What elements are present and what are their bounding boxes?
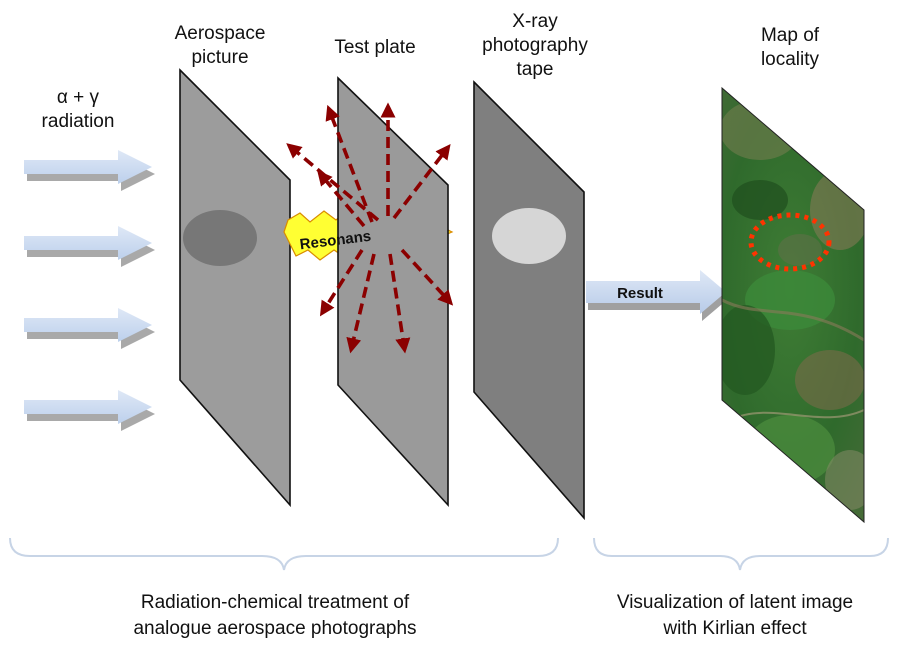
aerospace-label-line1: Aerospace <box>174 23 266 44</box>
resonance-ray <box>286 143 380 222</box>
resonance-ray <box>346 253 376 354</box>
map-label-line1: Map of <box>760 25 820 46</box>
anomaly-highlight-ellipse <box>748 212 832 272</box>
map-label-line2: locality <box>760 49 820 70</box>
xray-label-line3: tape <box>516 59 554 80</box>
radiation-arrow-1 <box>24 150 155 191</box>
test-plate-label: Test plate <box>310 36 440 60</box>
resonance-ray <box>400 248 454 306</box>
resonance-ray <box>317 170 366 228</box>
locality-map <box>721 86 865 524</box>
resonance-ray <box>325 104 374 223</box>
right-caption: Visualization of latent image with Kirli… <box>575 590 895 642</box>
left-brace <box>9 537 559 571</box>
aerospace-picture-plate <box>179 68 291 508</box>
resonance-rays <box>286 102 454 354</box>
right-caption-line2: with Kirlian effect <box>663 618 807 639</box>
radiation-arrow-3 <box>24 308 155 349</box>
left-caption-line1: Radiation-chemical treatment of <box>140 592 410 613</box>
resonance-ray <box>319 249 364 317</box>
radiation-arrows <box>24 150 155 431</box>
result-arrow <box>586 270 728 321</box>
aerospace-latent-spot <box>183 210 257 266</box>
xray-visualized-spot <box>492 208 566 264</box>
right-caption-line1: Visualization of latent image <box>616 592 854 613</box>
xray-tape-plate <box>473 80 585 521</box>
test-plate-label-text: Test plate <box>334 37 416 58</box>
test-plate <box>337 76 449 508</box>
xray-tape-label: X-ray photography tape <box>460 10 610 82</box>
radiation-arrow-2 <box>24 226 155 267</box>
radiation-label: α + γ radiation <box>18 86 138 134</box>
result-label: Result <box>617 285 663 302</box>
map-label: Map of locality <box>720 24 860 72</box>
aerospace-label-line2: picture <box>191 47 249 68</box>
left-caption: Radiation-chemical treatment of analogue… <box>80 590 470 642</box>
radiation-label-line2: radiation <box>41 111 115 132</box>
radiation-arrow-4 <box>24 390 155 431</box>
left-caption-line2: analogue aerospace photographs <box>133 618 417 639</box>
aerospace-picture-label: Aerospace picture <box>150 22 290 70</box>
xray-label-line2: photography <box>482 35 588 56</box>
right-brace <box>593 537 889 571</box>
xray-label-line1: X-ray <box>512 11 558 32</box>
resonance-ray <box>392 143 451 220</box>
resonance-ray <box>388 253 411 354</box>
radiation-label-line1: α + γ <box>56 87 100 108</box>
